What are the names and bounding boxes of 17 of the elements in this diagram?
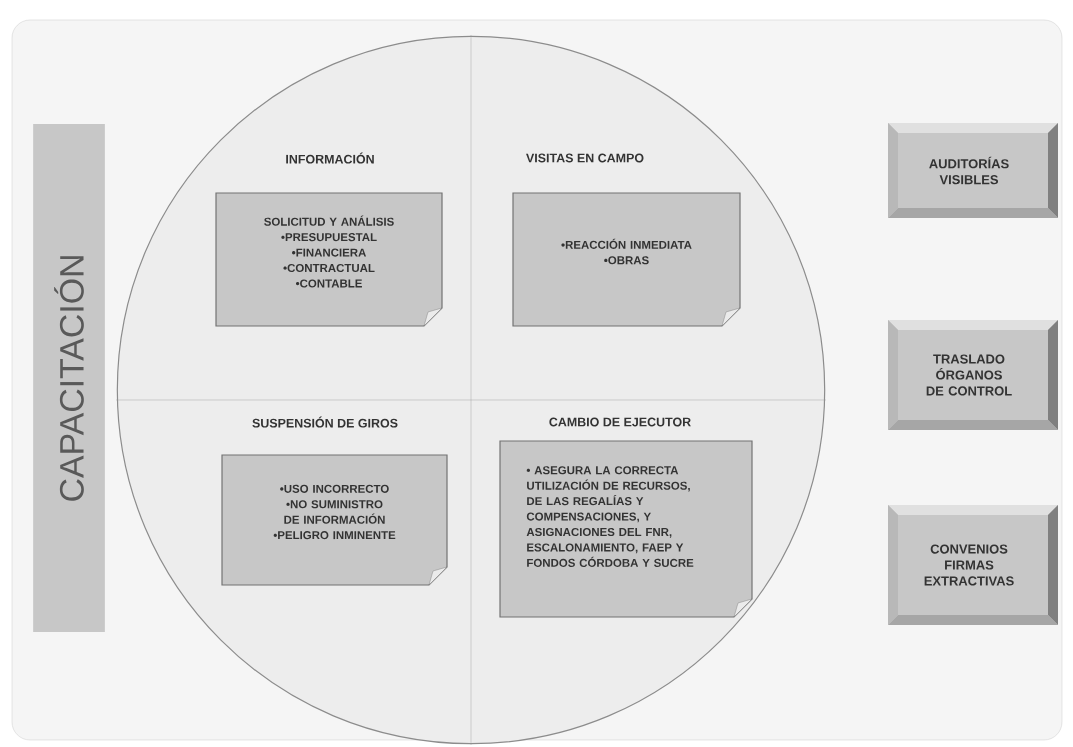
quadrant-heading: INFORMACIÓN [286,152,374,164]
note-box: SOLICITUD Y ANÁLISIS •PRESUPUESTAL •FINANCIERA •CONTRACTUAL •CONTABLE [215,192,443,327]
node-label: SOLICITUD Y ANÁLISIS [264,215,394,226]
node-label: •CONTABLE [295,279,362,288]
bevel-box: CONVENIOS FIRMAS EXTRACTIVAS [888,505,1058,625]
node-label: •CONTRACTUAL [283,263,375,273]
quadrant-heading: CAMBIO DE EJECUTOR [549,417,691,427]
note-box: • ASEGURA LA CORRECTA UTILIZACIÓN DE RECURSOS, DE LAS REGALÍAS Y COMPENSACIONES, Y ASIGNACIONES DEL FNR, ESCALONAMIENTO, FAEP Y FONDOS CÓRDOBA Y SUCRE [499,440,753,618]
node-label: •FINANCIERA [292,248,367,257]
vertical-banner: CAPACITACIÓN [33,123,105,633]
note-box: •REACCIÓN INMEDIATA •OBRAS [512,192,741,327]
bevel-box: TRASLADO ÓRGANOS DE CONTROL [888,320,1058,430]
quadrant-heading: SUSPENSIÓN DE GIROS [252,416,398,428]
node-label: •PRESUPUESTAL [281,233,377,242]
quadrant-heading: VISITAS EN CAMPO [526,153,644,163]
note-box: •USO INCORRECTO •NO SUMINISTRO DE INFORMACIÓN •PELIGRO INMINENTE [221,454,448,586]
bevel-box: AUDITORÍAS VISIBLES [888,123,1058,218]
